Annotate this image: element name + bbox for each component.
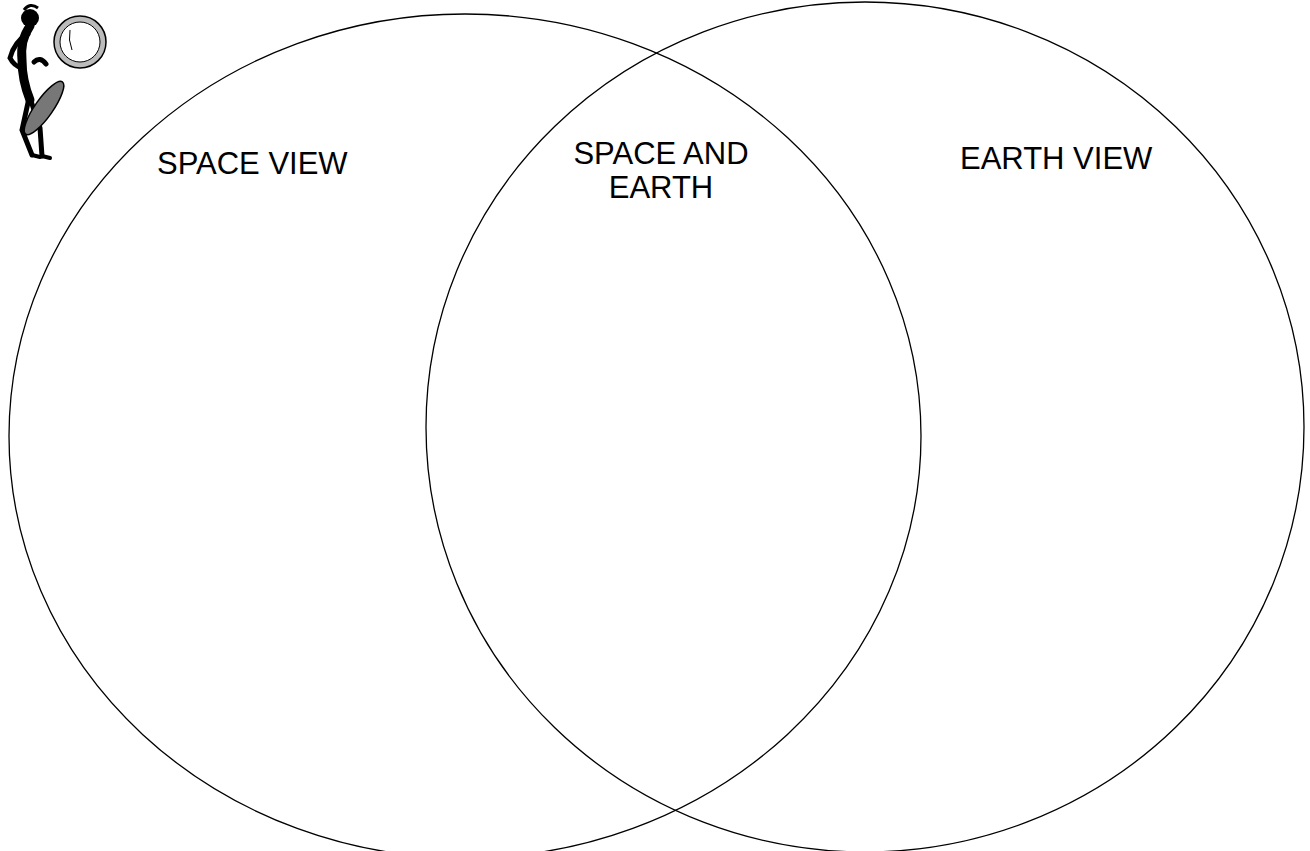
glass-handle xyxy=(18,77,69,140)
overlap-label: SPACE AND EARTH xyxy=(546,137,776,205)
glass-lens xyxy=(60,22,100,62)
circle-outline xyxy=(425,1,1305,851)
magnifying-glass xyxy=(18,16,106,139)
set-label: SPACE VIEW xyxy=(157,147,348,181)
figure-hand xyxy=(34,59,46,64)
glass-rim xyxy=(54,16,106,68)
venn-circle: SPACE VIEW xyxy=(8,13,922,851)
magnifier-figure xyxy=(0,0,110,170)
figure-arm xyxy=(10,34,28,68)
stick-person xyxy=(10,5,50,158)
set-label: EARTH VIEW xyxy=(960,142,1152,176)
circle-outline-path xyxy=(426,2,1304,851)
figure-feet xyxy=(32,155,50,158)
circle-outline xyxy=(8,13,922,851)
venn-circle: EARTH VIEW xyxy=(425,1,1305,851)
figure-hair xyxy=(24,5,38,10)
circle-outline-path xyxy=(9,14,921,851)
glass-shine xyxy=(69,30,72,50)
